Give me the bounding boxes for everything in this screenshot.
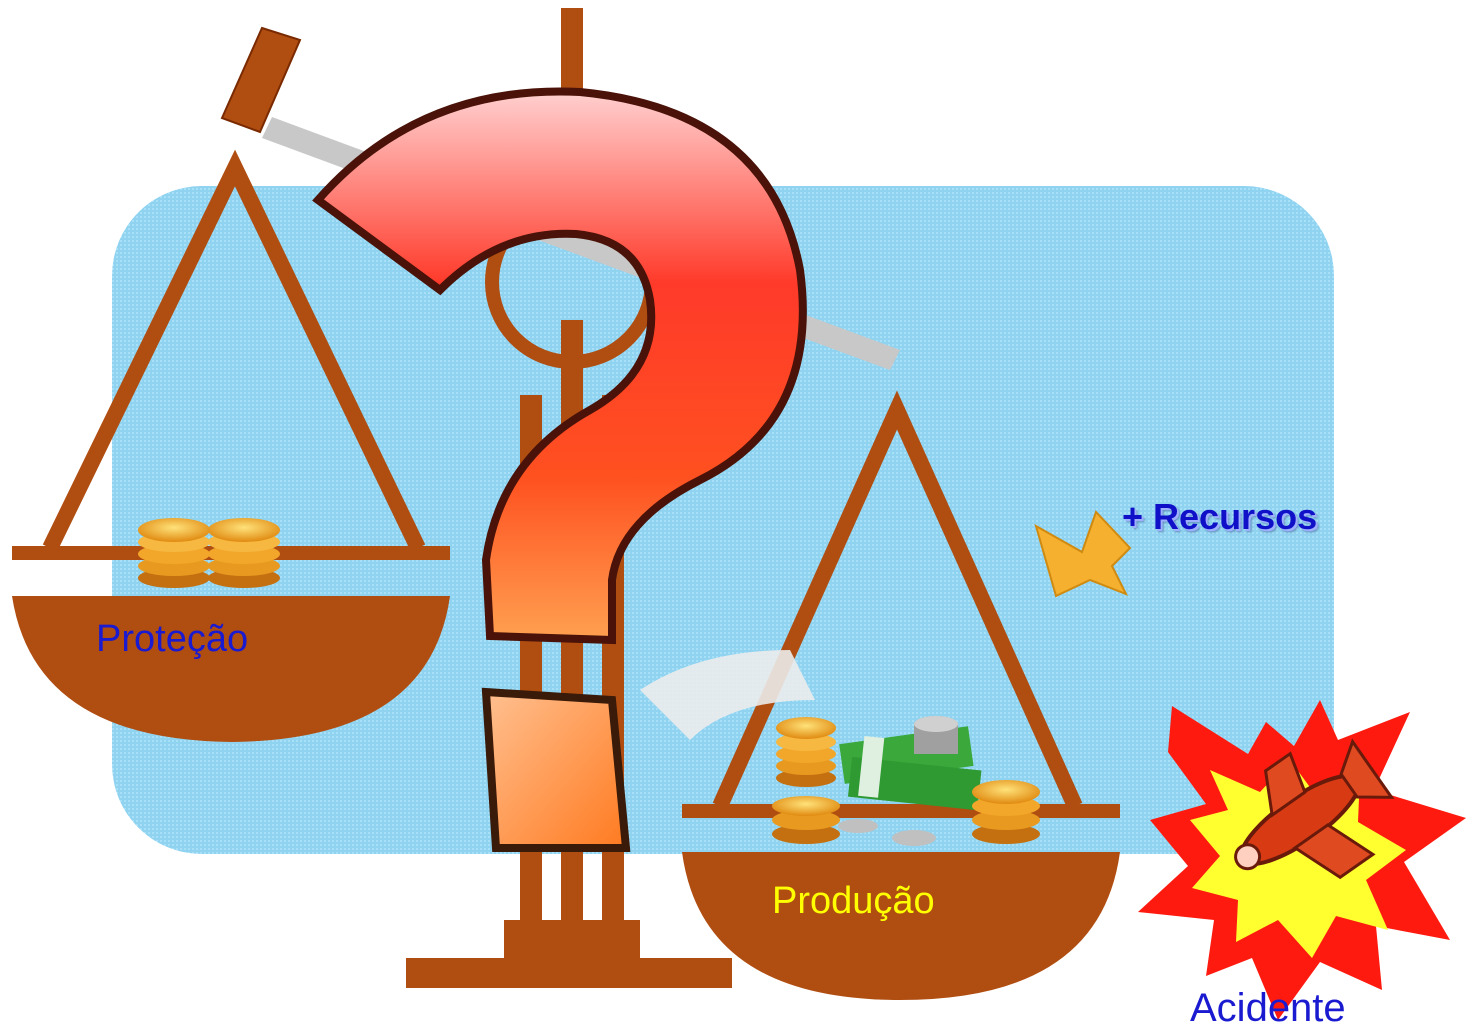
beam-end-block <box>222 28 300 132</box>
acidente-label: Acidente <box>1190 986 1346 1031</box>
recursos-label: + Recursos <box>1122 496 1317 538</box>
producao-label: Produção <box>772 880 935 923</box>
protecao-label: Proteção <box>96 618 248 661</box>
coin-stack-icon <box>138 518 280 588</box>
explosion-icon <box>1138 700 1466 1020</box>
